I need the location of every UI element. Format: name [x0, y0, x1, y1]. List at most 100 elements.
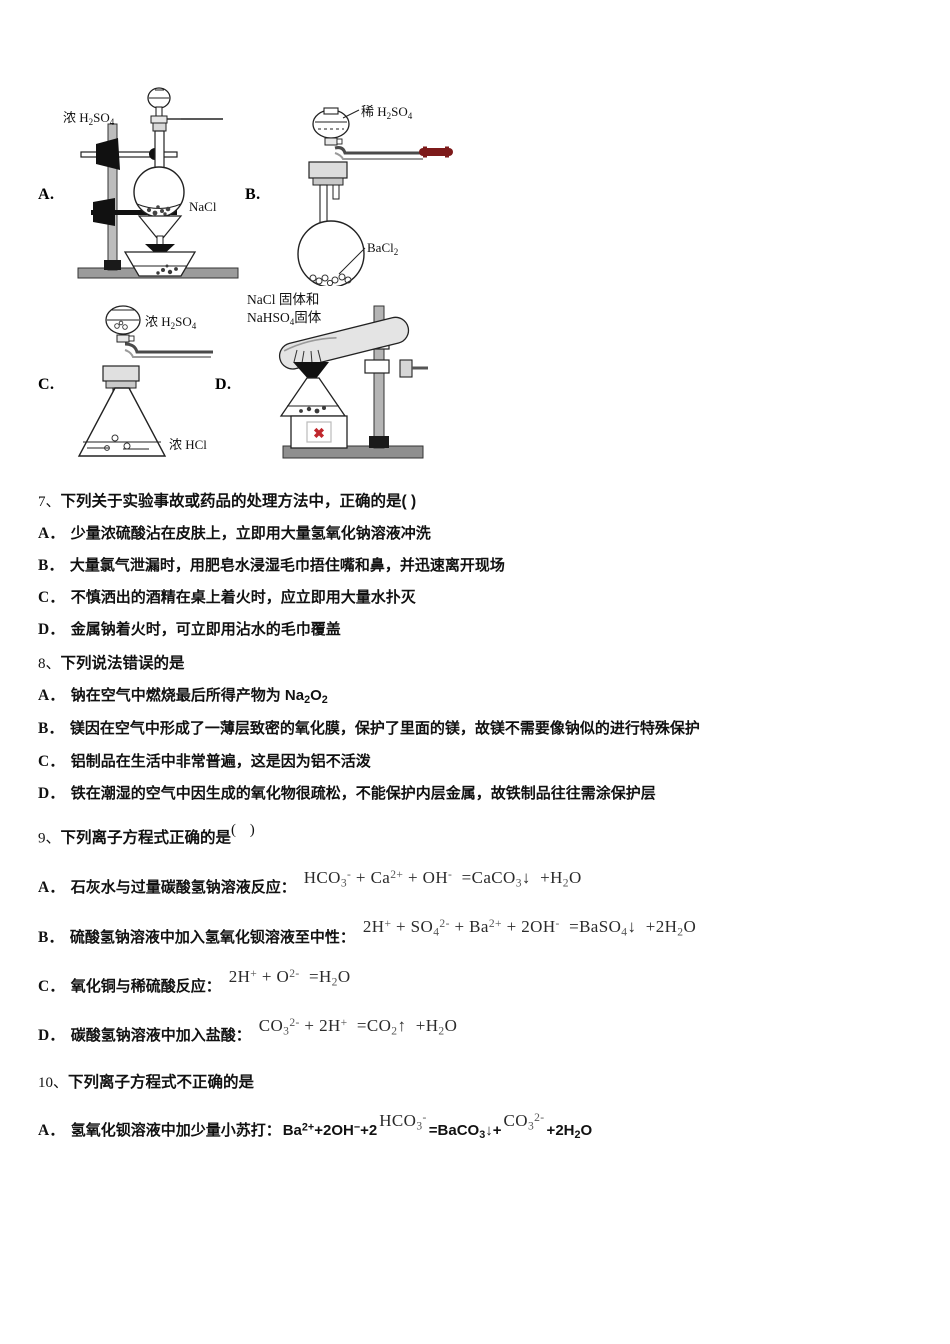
operator-equals: = [428, 1121, 438, 1139]
formula-charge: 2+ [301, 1121, 315, 1134]
precipitate-arrow: ↓ [485, 1121, 493, 1139]
ionic-equation-9d: CO32- + 2H+ =CO2↑ +H2O [259, 1016, 458, 1038]
gas-arrow: ↑ [397, 1016, 407, 1036]
option-label: A． [38, 524, 65, 542]
coefficient: 2 [555, 1121, 564, 1139]
apparatus-option-c: C. [38, 296, 248, 476]
option-label: A． [38, 1121, 65, 1139]
operator-equals: = [308, 966, 319, 986]
option-label: B． [38, 928, 64, 946]
coefficient: 2 [322, 1121, 332, 1139]
operator-plus: + [314, 1121, 323, 1139]
option-text: 氢氧化钡溶液中加少量小苏打： [70, 1121, 281, 1139]
question-7-number: 7、 [38, 494, 61, 510]
apparatus-figure-group: A. [0, 78, 950, 478]
formula-oh: OH [422, 868, 449, 888]
formula-o: O [276, 966, 290, 986]
option-label: C． [38, 977, 65, 995]
ionic-equation-9c: 2H+ + O2- =H2O [229, 967, 351, 989]
operator-plus: + [540, 868, 551, 888]
svg-text:稀 H2SO4: 稀 H2SO4 [361, 104, 413, 121]
option-b-label: B. [245, 186, 261, 203]
operator-plus: + [415, 1016, 426, 1036]
question-9-text: 下列离子方程式正确的是 [60, 829, 232, 847]
option-text: 碳酸氢钠溶液中加入盐酸： [70, 1027, 251, 1045]
formula-co3: CO [503, 1110, 528, 1130]
formula-hco3-group: HCO3- [379, 1110, 427, 1133]
operator-plus: + [360, 1121, 369, 1139]
question-9-option-a: A． 石灰水与过量碳酸氢钠溶液反应： HCO3- + Ca2+ + OH- =C… [38, 868, 918, 898]
question-7-option-d: D．金属钠着火时，可立即用沾水的毛巾覆盖 [38, 620, 918, 640]
formula-charge: - [422, 1110, 427, 1124]
question-7-option-a: A． 少量浓硫酸沾在皮肤上，立即用大量氢氧化钠溶液冲洗 [38, 524, 918, 544]
precipitate-arrow: ↓ [627, 917, 637, 937]
option-text: 铁在潮湿的空气中因生成的氧化物很疏松，不能保护内层金属，故铁制品往往需涂保护层 [70, 784, 656, 802]
operator-plus: + [304, 1016, 315, 1036]
question-8-option-b: B． 镁因在空气中形成了一薄层致密的氧化膜，保护了里面的镁，故镁不需要像钠似的进行… [38, 719, 918, 739]
apparatus-d-drawing: NaCl 固体和 NaHSO4固体 [247, 292, 428, 459]
question-8-number: 8、 [38, 656, 61, 673]
formula-subscript: 3 [527, 1119, 535, 1133]
formula-subscript: 2 [677, 925, 684, 939]
formula-charge: - [347, 867, 352, 881]
svg-text:NaHSO4固体: NaHSO4固体 [247, 310, 322, 327]
ionic-equation-9a: HCO3- + Ca2+ + OH- =CaCO3↓ +H2O [304, 868, 582, 890]
question-7-option-c: C． 不慎洒出的酒精在桌上着火时，应立即用大量水扑灭 [38, 588, 918, 608]
option-label: C． [38, 589, 65, 607]
formula-subscript: 2 [438, 1024, 445, 1038]
question-9-stem: 9、下列离子方程式正确的是( ) [38, 820, 918, 849]
formula-subscript: 3 [479, 1128, 486, 1141]
option-text: 少量浓硫酸沾在皮肤上，立即用大量氢氧化钠溶液冲洗 [70, 524, 431, 542]
formula-o: O [337, 966, 351, 986]
option-text: 金属钠着火时，可立即用沾水的毛巾覆盖 [70, 621, 341, 639]
ionic-equation-9b: 2H+ + SO42- + Ba2+ + 2OH- =BaSO4↓ +2H2O [363, 917, 696, 939]
formula-baso4: BaSO [579, 917, 622, 937]
question-9-option-b: B． 硫酸氢钠溶液中加入氢氧化钡溶液至中性： 2H+ + SO42- + Ba2… [38, 917, 918, 948]
operator-plus: + [492, 1121, 502, 1139]
option-text: 不慎洒出的酒精在桌上着火时，应立即用大量水扑灭 [70, 589, 416, 607]
operator-plus: + [355, 868, 366, 888]
formula-subscript: 2 [331, 975, 338, 989]
coefficient: 2 [655, 917, 665, 937]
formula-caco3: CaCO [471, 868, 516, 888]
option-label: B． [38, 720, 64, 738]
formula-oh: OH [530, 917, 556, 937]
question-9-option-d: D． 碳酸氢钠溶液中加入盐酸： CO32- + 2H+ =CO2↑ +H2O [38, 1016, 918, 1046]
option-c-label: C. [38, 376, 55, 393]
formula-subscript: 4 [621, 925, 628, 939]
apparatus-b-drawing: 稀 H2SO4 BaCl2 [297, 104, 453, 286]
option-text: 钠在空气中燃烧最后所得产物为 Na [70, 687, 305, 705]
option-text: 铝制品在生活中非常普遍，这是因为铝不活泼 [70, 752, 371, 770]
annotation-b-solid: BaCl [367, 240, 394, 255]
ionic-equation-10a: Ba2++2OH−+2HCO3-=BaCO3↓+CO32-+2H2O [283, 1111, 593, 1142]
option-text: 镁因在空气中形成了一薄层致密的氧化膜，保护了里面的镁，故镁不需要像钠似的进行特殊… [69, 720, 700, 738]
formula-2h: 2H [319, 1016, 341, 1036]
option-text: 氧化铜与稀硫酸反应： [70, 977, 221, 995]
formula-hco3: HCO [303, 868, 341, 888]
question-8-option-d: D．铁在潮湿的空气中因生成的氧化物很疏松，不能保护内层金属，故铁制品往往需涂保护… [38, 784, 918, 804]
formula-2h: 2H [362, 917, 385, 937]
formula-subscript: 2 [574, 1128, 581, 1141]
formula-subscript: 2 [321, 694, 328, 707]
annotation-c-acid: 浓 H [145, 314, 171, 329]
option-text: 硫酸氢钠溶液中加入氢氧化钡溶液至中性： [69, 928, 355, 946]
question-10-option-a: A． 氢氧化钡溶液中加少量小苏打： Ba2++2OH−+2HCO3-=BaCO3… [38, 1111, 918, 1142]
formula-oh: OH [331, 1121, 354, 1139]
formula-charge: − [353, 1121, 361, 1134]
option-a-label: A. [38, 186, 55, 203]
formula-charge: + [250, 966, 258, 980]
svg-text:浓 H2SO4: 浓 H2SO4 [145, 314, 197, 331]
formula-charge: 2- [289, 966, 300, 980]
formula-so4: SO [410, 917, 434, 937]
question-10-number: 10、 [38, 1074, 69, 1091]
operator-plus: + [645, 917, 656, 937]
operator-plus: + [546, 1121, 556, 1139]
operator-plus: + [396, 917, 407, 937]
option-d-label: D. [215, 376, 232, 393]
coefficient: 2 [521, 917, 531, 937]
formula-h: H [563, 1121, 575, 1139]
formula-subscript: 2 [304, 694, 311, 707]
formula-o: O [580, 1121, 593, 1139]
formula-h: H [318, 966, 332, 986]
formula-baco3: BaCO [437, 1121, 480, 1139]
